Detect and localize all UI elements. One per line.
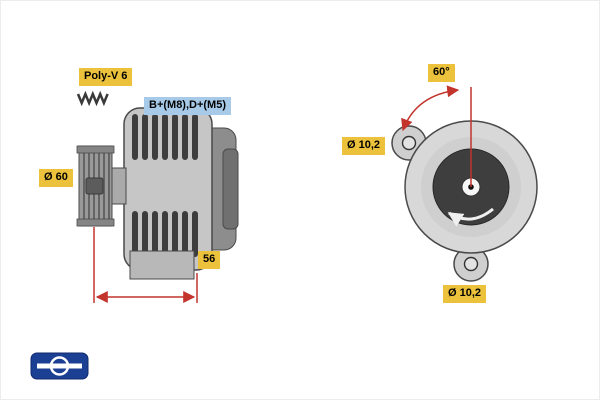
bottom-hole-diameter-label: Ø 10,2 xyxy=(443,285,487,303)
length-dimension-lines xyxy=(93,227,198,303)
bosch-logo xyxy=(30,352,89,380)
front-housing xyxy=(123,107,213,271)
angle-dimension-lines xyxy=(401,85,472,187)
mounting-foot xyxy=(129,250,195,280)
pulley-diameter-label: Ø 60 xyxy=(39,169,73,187)
rotation-arrow xyxy=(447,207,494,227)
cooling-fins xyxy=(132,114,198,257)
belt-profile-icon xyxy=(76,90,109,107)
pulley xyxy=(76,145,115,227)
terminals-label: B+(M8),D+(M5) xyxy=(144,97,232,115)
angle-label: 60° xyxy=(428,64,455,82)
top-hole-diameter-label: Ø 10,2 xyxy=(342,137,386,155)
bottom-mounting-hole xyxy=(463,256,479,272)
top-mounting-hole xyxy=(401,135,417,151)
alternator-side-view xyxy=(76,90,239,303)
belt-type-label: Poly-V 6 xyxy=(79,68,133,86)
alternator-front-view xyxy=(391,85,538,282)
length-dimension-label: 56 xyxy=(198,251,221,269)
